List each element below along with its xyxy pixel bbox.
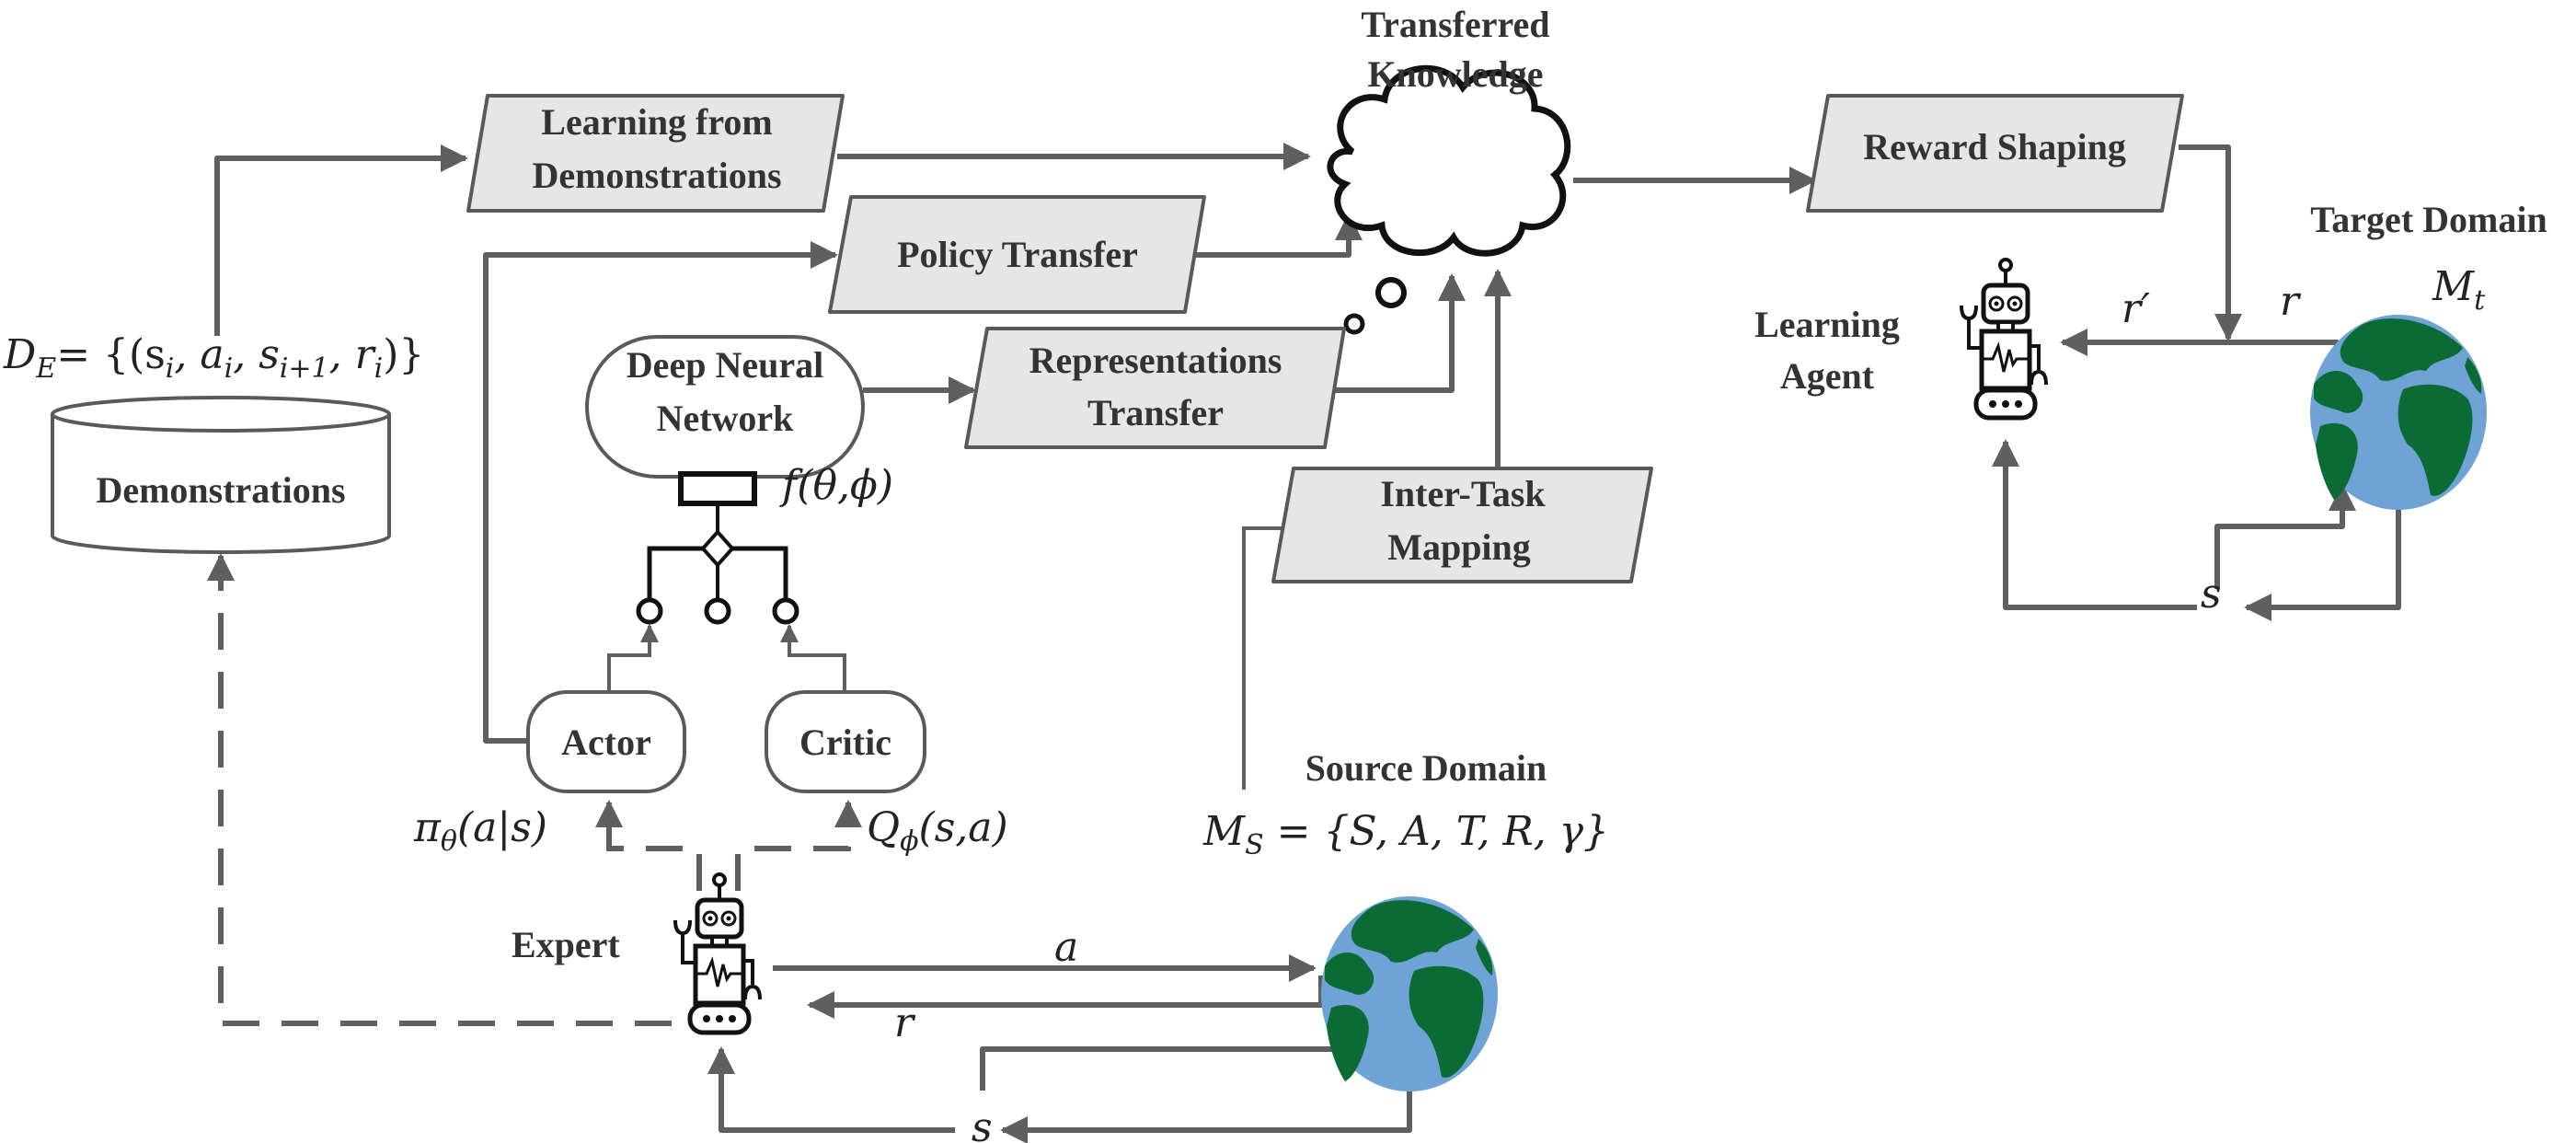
lfd-box[interactable]: Learning from Demonstrations [466,94,845,213]
demonstrations-formula: DE= {(si, ai, si+1, ri)} [3,331,424,385]
learning-agent-robot-icon [1961,260,2046,418]
demonstrations-database[interactable]: Demonstrations [51,396,391,554]
mapping-label-1: Inter-Task [1380,473,1546,514]
shaped-reward-label: r′ [2122,285,2150,332]
edge-source-reward [807,976,1324,1019]
edge-expert-to-actor [595,800,702,891]
source-state-label: s [972,1104,993,1143]
representations-transfer-box[interactable]: Representations Transfer [964,327,1346,449]
target-state-label: s [2201,571,2222,618]
source-reward-label: r [894,999,916,1046]
agent-label-2: Agent [1780,355,1875,397]
actor-node[interactable]: Actor [526,690,686,793]
expert-robot-icon [675,874,760,1033]
source-domain-title: Source Domain [1305,747,1547,789]
edge-demos-to-lfd [214,144,468,336]
edge-repr-to-cloud [1332,273,1466,393]
deep-neural-network-node[interactable]: Deep Neural Network [585,335,865,479]
critic-node[interactable]: Critic [765,690,926,793]
target-domain-globe-icon [2310,315,2487,510]
edge-critic-to-node [780,624,846,690]
transferred-knowledge-cloud [1327,64,1571,335]
value-formula: Qϕ(s,a) [867,804,1008,858]
lfd-label-2: Demonstrations [532,155,781,196]
edge-source-to-mapping [1242,526,1282,790]
lfd-label-1: Learning from [541,101,772,143]
source-action-label: a [1054,924,1078,971]
edge-expert-to-critic [735,800,862,891]
target-mdp-label: Mt [2432,263,2486,317]
reward-shaping-box[interactable]: Reward Shaping [1806,94,2184,213]
source-domain-globe-icon [1321,896,1498,1091]
edge-target-reward [2060,329,2340,368]
repr-label-2: Transfer [1087,392,1224,433]
critic-label: Critic [799,722,891,763]
network-function-label: f(θ,ϕ) [779,462,893,509]
actor-label: Actor [561,722,651,763]
reward-shaping-label: Reward Shaping [1863,126,2126,167]
agent-label-1: Learning [1754,304,1900,345]
source-mdp-formula: MS = {S, A, T, R, γ} [1202,808,1609,861]
edge-policy-to-cloud [1196,213,1363,258]
edge-source-action-in [980,1010,1361,1091]
policy-transfer-label: Policy Transfer [897,234,1138,275]
target-domain-title: Target Domain [2310,199,2547,240]
edge-source-state-in [707,1046,955,1133]
dnn-label-1: Deep Neural [627,344,823,386]
edge-actor-to-node [607,624,659,690]
cloud-label-2: Knowledge [1367,53,1543,95]
policy-formula: πθ(a|s) [413,804,547,858]
expert-label: Expert [512,924,620,965]
edge-target-state-out [2244,508,2401,621]
demos-formula-text: DE= {(si, ai, si+1, ri)} [3,331,424,385]
mapping-label-2: Mapping [1387,526,1531,568]
repr-label-1: Representations [1029,340,1282,381]
edge-source-state-out [1000,1091,1412,1143]
edge-expert-to-demos [207,553,672,1026]
edge-target-action [2214,483,2356,589]
target-reward-label: r [2280,278,2302,325]
dnn-label-2: Network [657,398,795,439]
demonstrations-label: Demonstrations [96,469,345,511]
edge-target-state-in [1992,439,2197,610]
network-topology-icon [636,471,799,625]
inter-task-mapping-box[interactable]: Inter-Task Mapping [1271,467,1653,583]
edge-actor-to-policy [483,241,838,744]
cloud-label-1: Transferred [1361,4,1549,45]
policy-transfer-box[interactable]: Policy Transfer [828,195,1206,314]
edge-reward-to-agent [2179,144,2242,341]
